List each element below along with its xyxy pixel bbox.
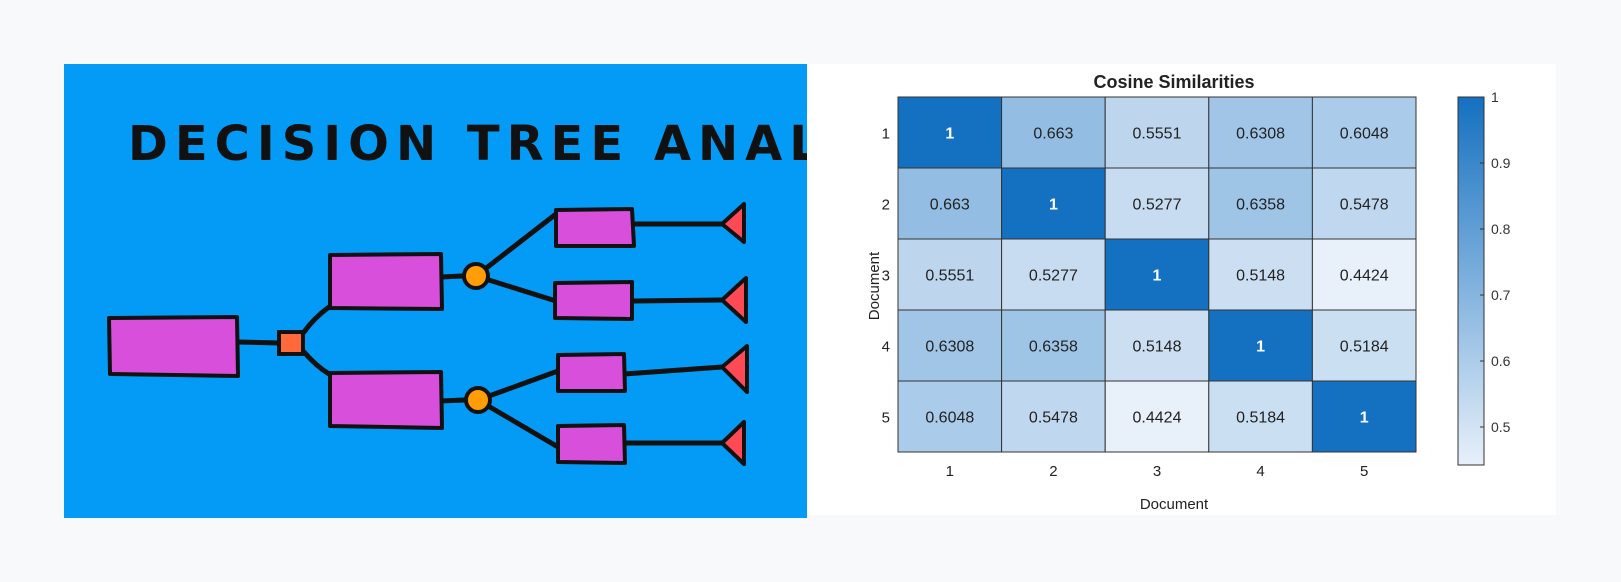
heatmap-cell-label: 1 (945, 126, 954, 143)
heatmap-cells (897, 96, 1417, 453)
heatmap-cell (1001, 309, 1106, 382)
heatmap-cell-label: 0.6308 (925, 339, 974, 356)
x-tick-label: 1 (946, 463, 954, 480)
y-tick-label: 3 (882, 268, 890, 285)
heatmap-cell (897, 96, 1003, 169)
colorbar-ticks: 0.5 0.6 0.7 0.8 0.9 1 (1480, 89, 1511, 435)
heatmap-cell-label: 0.5277 (1029, 268, 1078, 285)
leaf-box-2 (553, 280, 634, 321)
heatmap-cell (1311, 380, 1417, 453)
heatmap-cell (897, 238, 1003, 311)
heatmap-cell (1311, 238, 1417, 311)
y-tick-label: 4 (882, 339, 890, 356)
chance-node-lower (464, 386, 492, 414)
leaf-box-1 (554, 207, 636, 248)
colorbar-tick-label: 0.5 (1491, 419, 1511, 435)
x-axis-label: Document (1140, 496, 1209, 513)
chance-node-upper (462, 262, 490, 290)
heatmap-cell-label: 0.663 (1033, 126, 1073, 143)
heatmap-cell (1104, 309, 1210, 382)
x-tick-label: 3 (1153, 463, 1161, 480)
heatmap-cell-label: 0.4424 (1133, 410, 1182, 427)
heatmap-cell-label: 0.5148 (1133, 339, 1182, 356)
colorbar-tick-label: 0.7 (1491, 287, 1511, 303)
heatmap-cell (1311, 309, 1417, 382)
heatmap-cell-label: 0.6358 (1029, 339, 1078, 356)
decision-node (277, 330, 305, 356)
heatmap-cell-label: 0.663 (930, 197, 970, 214)
leaf-box-3 (556, 352, 627, 393)
colorbar-tick-label: 0.8 (1491, 221, 1511, 237)
heatmap-cell-label: 0.6358 (1236, 197, 1285, 214)
chart-title: Cosine Similarities (1093, 72, 1254, 92)
y-tick-label: 1 (882, 126, 890, 143)
heatmap-cell (1208, 238, 1313, 311)
end-nodes (720, 202, 749, 466)
end-node-4 (720, 420, 746, 466)
heatmap-cell-label: 0.5184 (1340, 339, 1389, 356)
end-node-3 (720, 344, 749, 394)
heatmap-cell-label: 0.5277 (1133, 197, 1182, 214)
heatmap-cell-label: 1 (1153, 268, 1162, 285)
y-tick-label: 2 (882, 197, 890, 214)
root-box (107, 315, 240, 378)
heatmap-cell-label: 0.5478 (1029, 410, 1078, 427)
colorbar-tick-label: 0.6 (1491, 353, 1511, 369)
decision-tree-illustration: DECISION TREE ANALYSIS (64, 64, 807, 518)
heatmap-cell (1001, 96, 1106, 169)
heatmap-cell (1104, 238, 1210, 311)
heatmap-cell (1104, 96, 1210, 169)
x-tick-label: 5 (1360, 463, 1368, 480)
heatmap-cell (1311, 96, 1417, 169)
leaf-box-4 (556, 423, 627, 465)
end-node-1 (720, 202, 746, 244)
heatmap-cell (1001, 380, 1106, 453)
heatmap-cell (1208, 380, 1313, 453)
end-node-2 (720, 276, 748, 324)
outcome-boxes (107, 207, 636, 465)
heatmap-cell-label: 0.5184 (1236, 410, 1285, 427)
heatmap-cell-label: 0.5551 (1133, 126, 1182, 143)
branch-box-upper (328, 252, 444, 311)
heatmap-cell-label: 0.5478 (1340, 197, 1389, 214)
heatmap-cell-label: 0.6048 (925, 410, 974, 427)
heatmap-cell-label: 1 (1360, 410, 1369, 427)
heatmap-cell-label: 0.6308 (1236, 126, 1285, 143)
decision-tree-drawing: DECISION TREE ANALYSIS (107, 116, 807, 466)
heatmap-cell (897, 309, 1003, 382)
heatmap-cell (1001, 167, 1106, 240)
heatmap-cell-label: 1 (1256, 339, 1265, 356)
heatmap-cell-label: 0.5551 (925, 268, 974, 285)
heatmap-cell-label: 0.4424 (1340, 268, 1389, 285)
x-tick-label: 2 (1049, 463, 1057, 480)
y-tick-label: 5 (882, 410, 890, 427)
heatmap-cell-label: 1 (1049, 197, 1058, 214)
colorbar-tick-label: 0.9 (1491, 155, 1511, 171)
heatmap-cell-label: 0.5148 (1236, 268, 1285, 285)
x-axis-ticks: 1 2 3 4 5 (946, 463, 1369, 480)
x-tick-label: 4 (1256, 463, 1264, 480)
illustration-title: DECISION TREE ANALYSIS (128, 116, 807, 172)
heatmap-cell (1208, 167, 1313, 240)
y-axis-ticks: 1 2 3 4 5 (882, 126, 890, 427)
y-axis-label: Document (866, 251, 883, 320)
colorbar (1457, 96, 1485, 466)
heatmap-cell-labels: 1 0.663 0.5551 0.6308 0.6048 0.663 1 0.5277 0.63… (925, 126, 1388, 427)
heatmap-cell (1208, 309, 1313, 382)
heatmap-cell-label: 0.6048 (1340, 126, 1389, 143)
colorbar-tick-label: 1 (1491, 89, 1499, 105)
branch-box-lower (328, 370, 444, 430)
heatmap-cell (1311, 167, 1417, 240)
